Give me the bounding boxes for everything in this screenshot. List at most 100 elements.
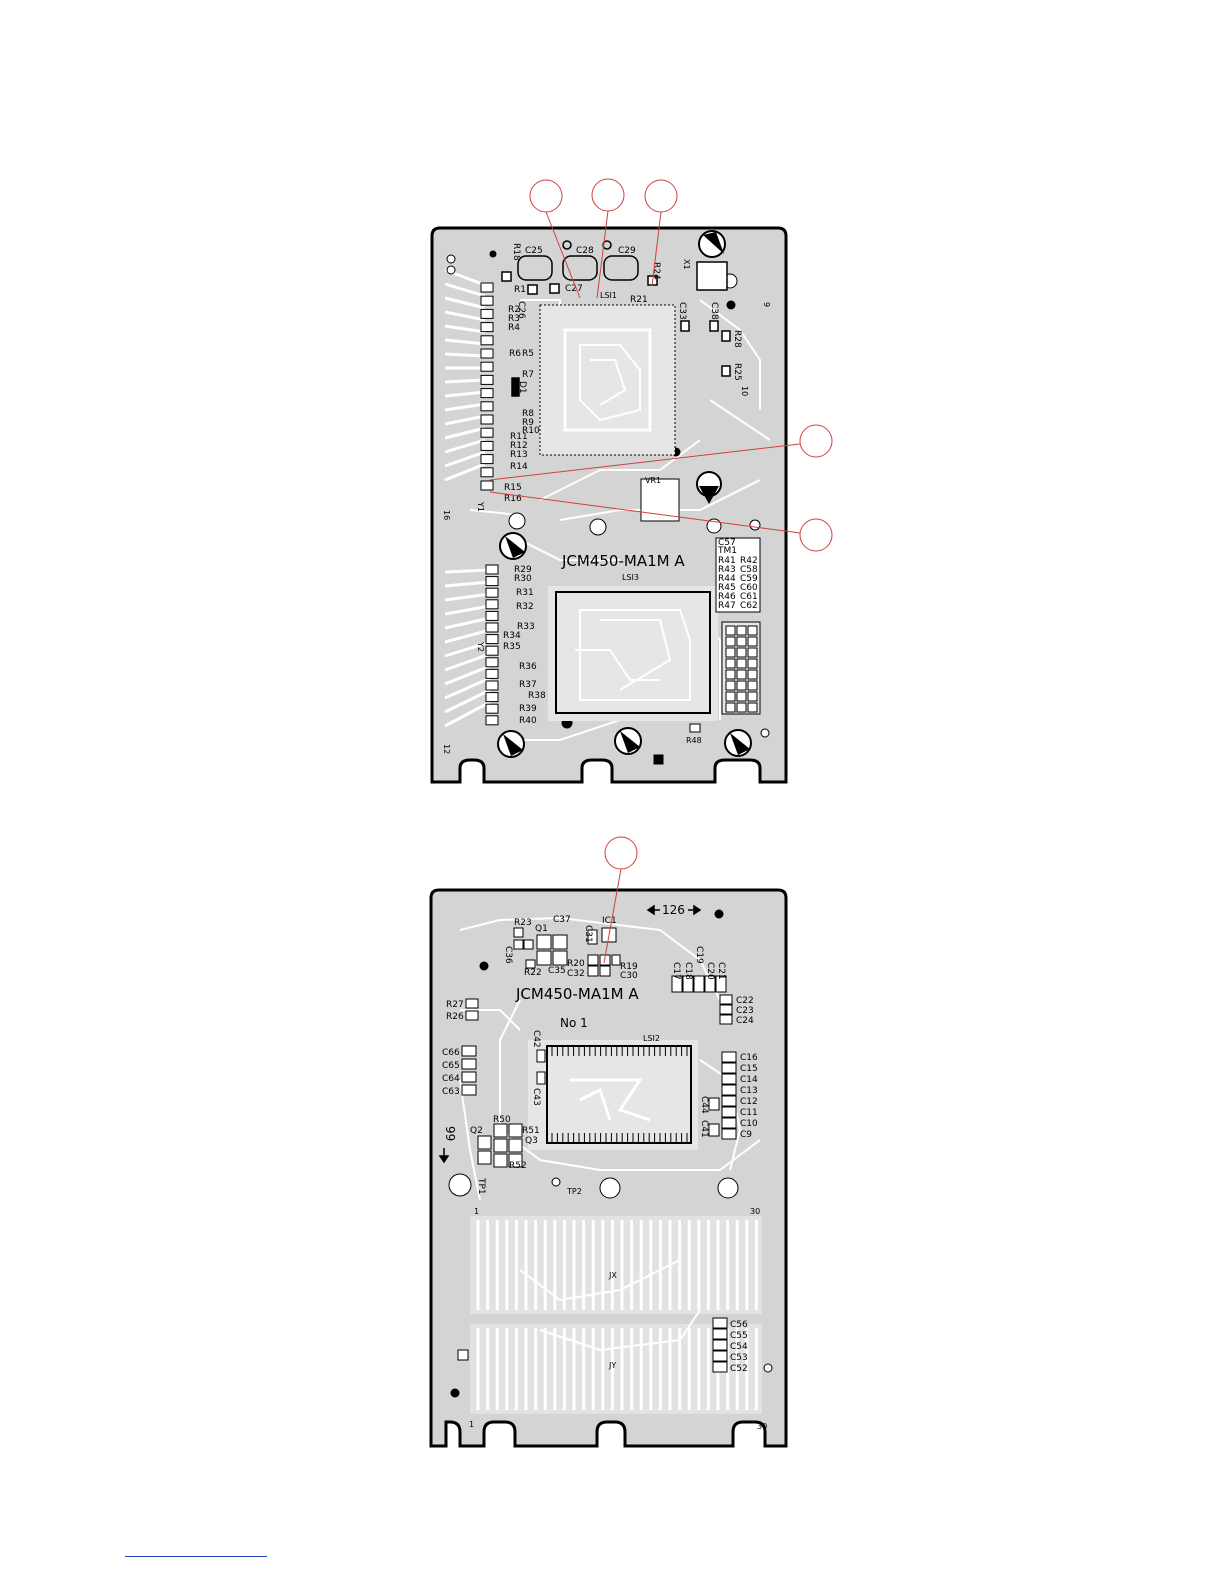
top-right-grid-pad bbox=[747, 647, 758, 658]
bottom-center-cap-pad bbox=[536, 1049, 546, 1063]
jy-pin30: 30 bbox=[757, 1422, 767, 1431]
top-right-header: C57 bbox=[718, 538, 736, 548]
top-resistor-label: R1 bbox=[514, 285, 526, 295]
bottom-top-part-label: C30 bbox=[620, 971, 638, 981]
bottom-side-cap-pad bbox=[708, 1123, 720, 1137]
top-right-row-right: C60 bbox=[740, 583, 758, 593]
top-right-row-right: C58 bbox=[740, 565, 758, 575]
top-y2-label: Y2 bbox=[476, 641, 485, 652]
top-left-pad bbox=[480, 480, 494, 491]
bottom-top-part-label: C19 bbox=[694, 946, 704, 964]
bottom-right-upper-label: C24 bbox=[736, 1016, 754, 1026]
top-right-row-right: C61 bbox=[740, 592, 758, 602]
bottom-top-part-label: R22 bbox=[524, 968, 542, 978]
bottom-top-part-label: R19 bbox=[620, 962, 638, 972]
bottom-left-cap-pad bbox=[461, 1071, 477, 1083]
bottom-transistor-label: R50 bbox=[493, 1115, 511, 1125]
top-right-row-left: R41 bbox=[718, 556, 736, 566]
top-edge-10: 10 bbox=[740, 386, 749, 396]
bottom-right-middle-pad bbox=[721, 1073, 737, 1085]
top-resistor-label: R4 bbox=[508, 323, 520, 333]
top-left-pad bbox=[480, 335, 494, 346]
top-resistor-label: R3 bbox=[508, 314, 520, 324]
bottom-left-cap-label: C63 bbox=[442, 1087, 460, 1097]
bottom-transistor-label: TP1 bbox=[476, 1177, 486, 1195]
top-right-grid-pad bbox=[736, 669, 747, 680]
top-resistor-label: R11 bbox=[510, 432, 528, 442]
callout-circle-3 bbox=[644, 179, 678, 213]
vr1-label: VR1 bbox=[645, 476, 661, 485]
top-part-label: R25 bbox=[732, 363, 742, 381]
top-board-title: JCM450-MA1M A bbox=[561, 552, 685, 570]
bottom-right-upper-pad bbox=[719, 1004, 733, 1015]
top-right-grid-pad bbox=[736, 702, 747, 713]
top-part-label: C26 bbox=[516, 301, 526, 319]
bottom-right-middle-label: C12 bbox=[740, 1097, 758, 1107]
top-left-pad bbox=[480, 308, 494, 319]
bottom-board-title: JCM450-MA1M A bbox=[515, 985, 639, 1003]
dimension-arrows bbox=[438, 904, 702, 1164]
bottom-left-cap-label: C65 bbox=[442, 1061, 460, 1071]
jx-pin1: 1 bbox=[474, 1207, 479, 1216]
top-lower-pad bbox=[485, 703, 499, 714]
bottom-cap-row-pad bbox=[715, 975, 727, 993]
top-right-grid-pad bbox=[747, 702, 758, 713]
bottom-left-cap-pad bbox=[461, 1058, 477, 1070]
bottom-right-middle-label: C15 bbox=[740, 1064, 758, 1074]
lsi2-pins bbox=[551, 1046, 688, 1143]
top-left-pad bbox=[480, 282, 494, 293]
top-right-row-left: R44 bbox=[718, 574, 736, 584]
top-x1-label: X1 bbox=[682, 259, 691, 270]
bottom-left-part-label: R27 bbox=[446, 1000, 464, 1010]
callouts bbox=[489, 178, 833, 964]
top-lower-pad bbox=[485, 564, 499, 575]
top-right-row-right: C59 bbox=[740, 574, 758, 584]
bottom-right-lower-label: C54 bbox=[730, 1342, 748, 1352]
top-right-row-right: C62 bbox=[740, 601, 758, 611]
top-right-grid-pad bbox=[736, 658, 747, 669]
top-capacitor-row bbox=[501, 240, 731, 397]
top-lower-pad bbox=[485, 715, 499, 726]
top-part-label: C29 bbox=[618, 246, 636, 256]
bottom-top-part-label: C37 bbox=[553, 915, 571, 925]
top-resistor-label: R16 bbox=[504, 494, 522, 504]
top-lower-resistor-label: R30 bbox=[514, 574, 532, 584]
callout-circle-4 bbox=[799, 424, 833, 458]
bottom-right-lower-label: C56 bbox=[730, 1320, 748, 1330]
top-y1-label: Y1 bbox=[476, 501, 485, 512]
top-fiducial-markers bbox=[497, 230, 752, 758]
top-right-grid-pad bbox=[725, 702, 736, 713]
top-left-pad bbox=[480, 374, 494, 385]
top-edge-12: 12 bbox=[442, 744, 451, 754]
top-resistor-label: R8 bbox=[522, 409, 534, 419]
bottom-right-middle-pad bbox=[721, 1051, 737, 1063]
top-lower-pad bbox=[485, 599, 499, 610]
bottom-right-upper-pad bbox=[719, 1014, 733, 1025]
bottom-dim-left: 99 bbox=[443, 1126, 457, 1141]
top-right-pad-grid bbox=[725, 625, 758, 713]
bottom-right-lower-pad bbox=[712, 1328, 728, 1340]
bottom-center-cap-pad bbox=[536, 1071, 546, 1085]
top-edge-9: 9 bbox=[762, 302, 771, 307]
bottom-top-part-label: C18 bbox=[683, 962, 693, 980]
top-right-grid-pad bbox=[736, 680, 747, 691]
top-lower-pad bbox=[485, 668, 499, 679]
top-lower-resistor-label: R39 bbox=[519, 704, 537, 714]
callout-circle-5 bbox=[799, 518, 833, 552]
top-lower-pad bbox=[485, 610, 499, 621]
top-right-grid-pad bbox=[736, 691, 747, 702]
tp2-label: TP2 bbox=[566, 1187, 582, 1196]
top-lower-resistor-label: R35 bbox=[503, 642, 521, 652]
top-resistor-label: R12 bbox=[510, 441, 528, 451]
bottom-top-part-label: R23 bbox=[514, 918, 532, 928]
bottom-mounting-holes bbox=[448, 909, 773, 1398]
bottom-top-part-label: IC1 bbox=[602, 916, 617, 926]
bottom-top-part-label: C31 bbox=[583, 925, 593, 943]
